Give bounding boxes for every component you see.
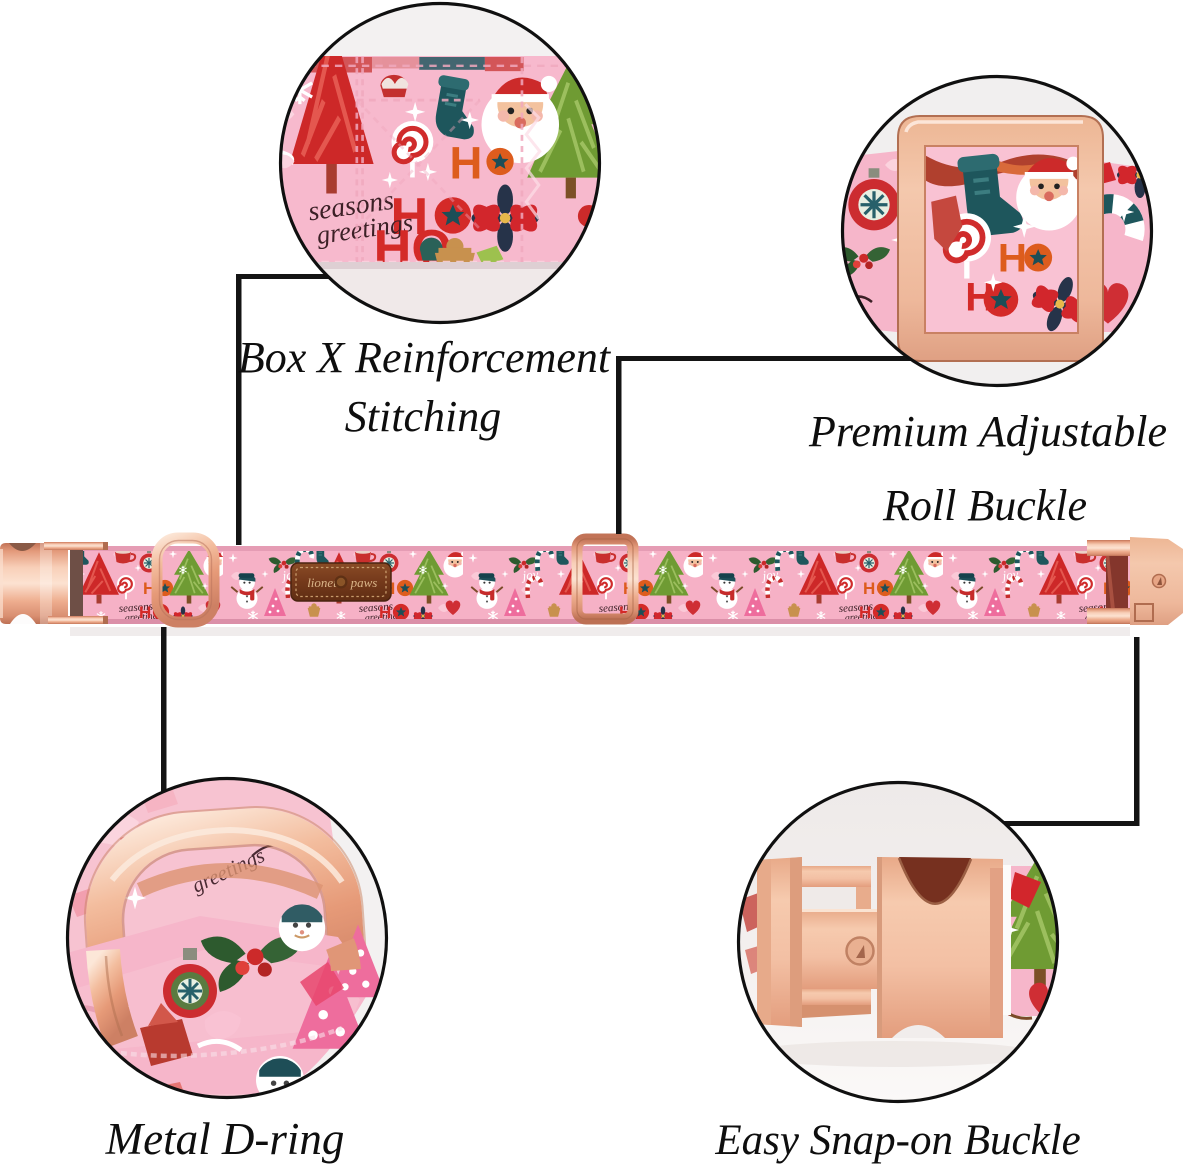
svg-text:H: H [391,188,429,246]
svg-text:paws: paws [350,575,378,590]
svg-text:lionet: lionet [307,575,337,590]
svg-text:H: H [998,236,1027,281]
svg-text:H: H [450,137,483,188]
svg-text:Premium Adjustable: Premium Adjustable [808,407,1167,456]
svg-text:Box X Reinforcement: Box X Reinforcement [238,333,612,382]
svg-text:Easy Snap-on Buckle: Easy Snap-on Buckle [714,1117,1080,1164]
svg-text:Metal D-ring: Metal D-ring [105,1114,345,1164]
svg-text:Roll Buckle: Roll Buckle [882,481,1087,530]
svg-text:Stitching: Stitching [345,392,501,441]
